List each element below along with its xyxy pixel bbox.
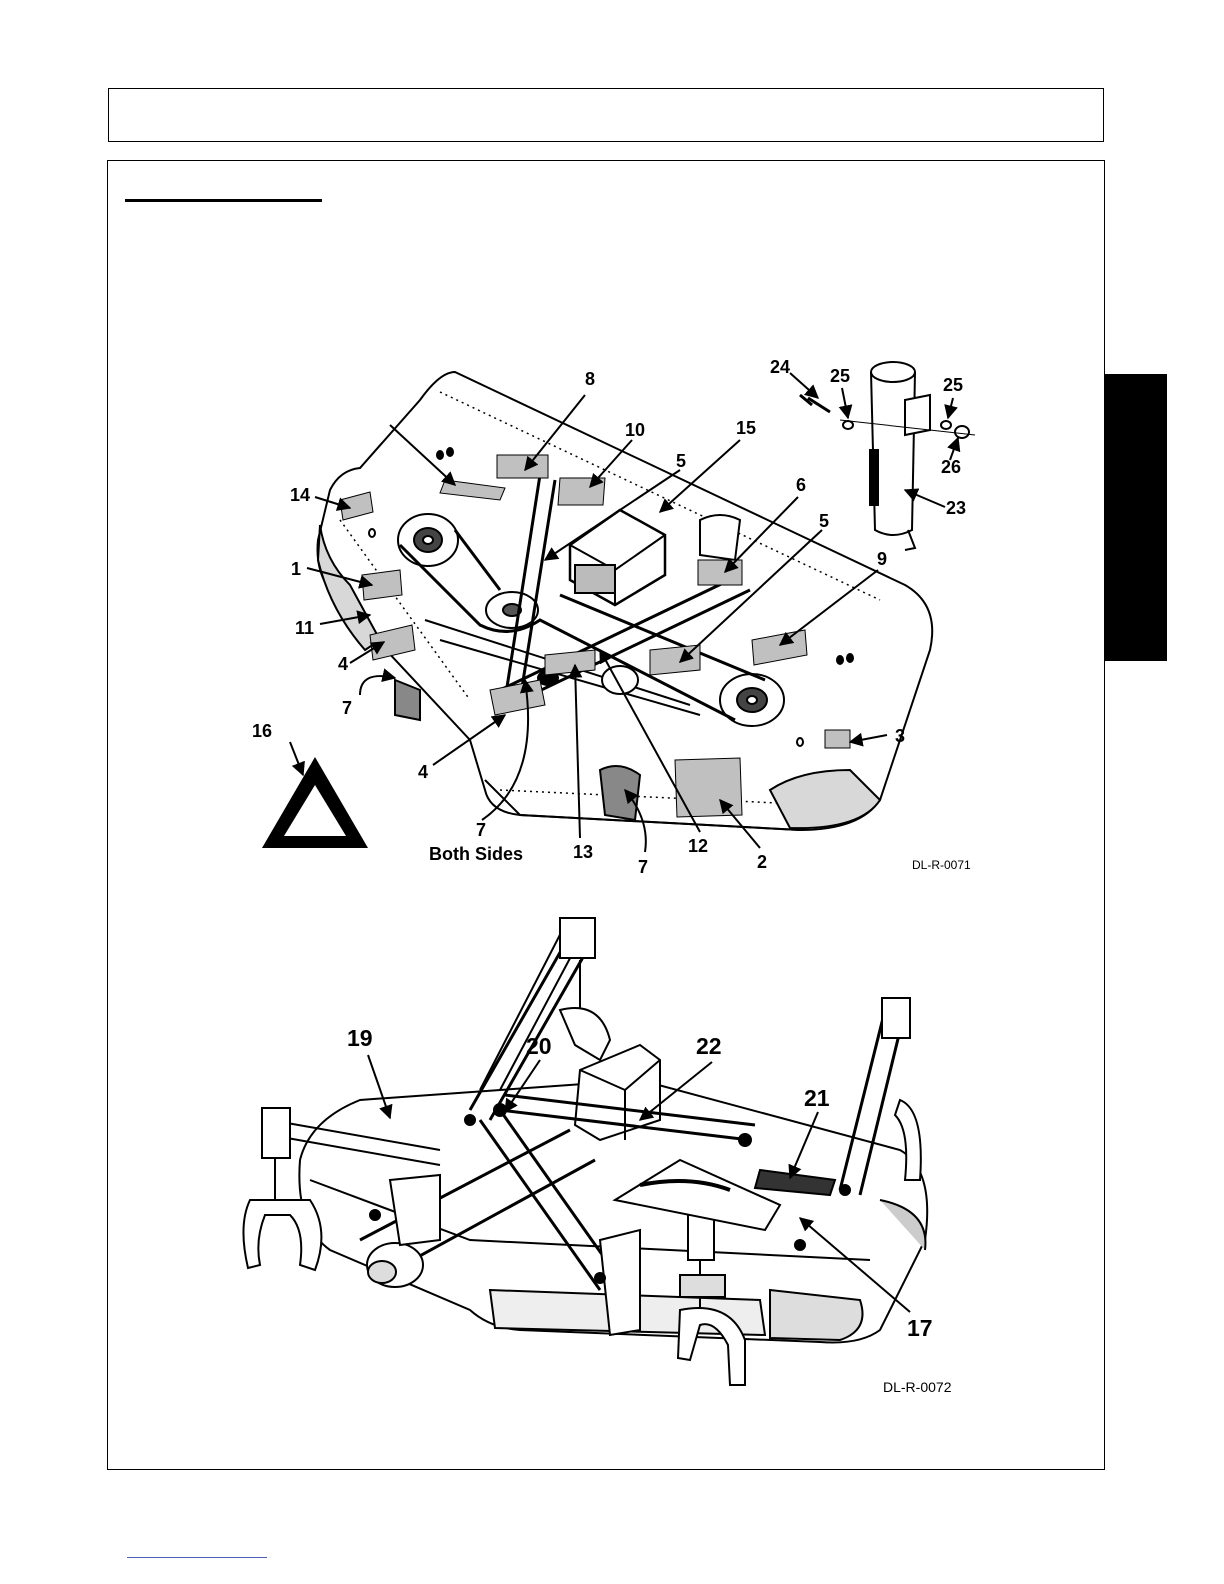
callout-24: 24: [770, 357, 790, 377]
callout-4b: 4: [418, 762, 428, 782]
callout-20: 20: [526, 1033, 552, 1059]
callout-25b: 25: [943, 375, 963, 395]
mower-deck-top-illustration: [318, 372, 933, 830]
callout-14: 14: [290, 485, 310, 505]
mower-perspective-illustration: [243, 918, 927, 1385]
callout-7c: 7: [638, 857, 648, 877]
callout-5a: 5: [676, 451, 686, 471]
callout-5b: 5: [819, 511, 829, 531]
callout-17: 17: [907, 1315, 933, 1341]
callout-4a: 4: [338, 654, 348, 674]
callout-1: 1: [291, 559, 301, 579]
callout-8: 8: [585, 369, 595, 389]
callout-6: 6: [796, 475, 806, 495]
callout-3: 3: [895, 726, 905, 746]
callout-22: 22: [696, 1033, 722, 1059]
slow-moving-vehicle-triangle-icon: [262, 757, 368, 848]
callout-16: 16: [252, 721, 272, 741]
note-both-sides: Both Sides: [429, 844, 523, 864]
callout-25a: 25: [830, 366, 850, 386]
callout-15: 15: [736, 418, 756, 438]
callout-7b: 7: [476, 820, 486, 840]
callout-21: 21: [804, 1085, 830, 1111]
callout-13: 13: [573, 842, 593, 862]
callout-23: 23: [946, 498, 966, 518]
figure-id-bottom: DL-R-0072: [883, 1379, 952, 1395]
callout-11: 11: [295, 618, 314, 638]
callout-10: 10: [625, 420, 645, 440]
figure-id-top: DL-R-0071: [912, 858, 971, 872]
callout-9: 9: [877, 549, 887, 569]
callout-7a: 7: [342, 698, 352, 718]
callout-12: 12: [688, 836, 708, 856]
callout-26: 26: [941, 457, 961, 477]
callout-2: 2: [757, 852, 767, 872]
callout-19: 19: [347, 1025, 373, 1051]
